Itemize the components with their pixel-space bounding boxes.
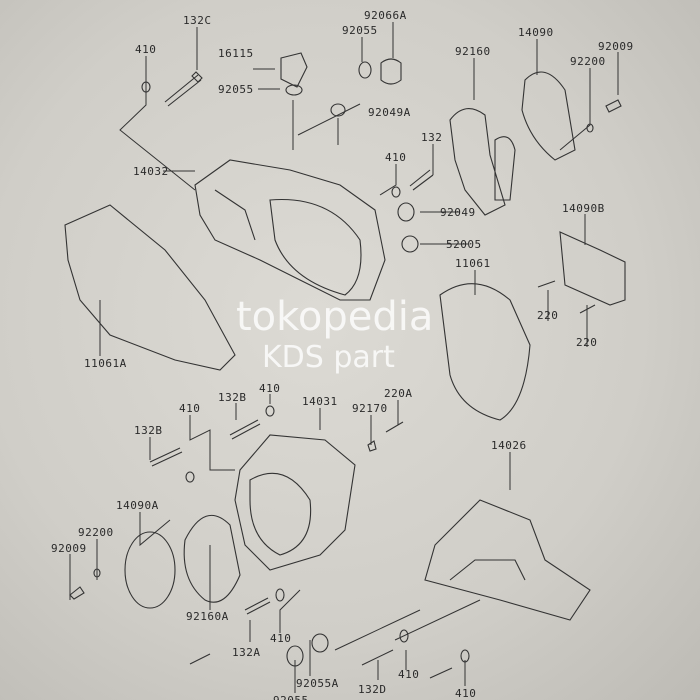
sprocket-cover-14026	[424, 499, 591, 621]
label-92160: 92160	[455, 45, 491, 58]
clip-92170	[367, 440, 377, 452]
bolt-132a	[244, 597, 271, 615]
plug-92055	[286, 645, 304, 667]
label-220: 220	[537, 309, 558, 322]
label-92170: 92170	[352, 402, 388, 415]
label-92066a: 92066A	[364, 9, 407, 22]
bolt-132c	[164, 71, 203, 107]
washer-92200-left	[93, 568, 101, 578]
label-132a: 132A	[232, 646, 261, 659]
label-92049a: 92049A	[368, 106, 411, 119]
leader-lines	[69, 22, 619, 693]
label-92009: 92009	[51, 542, 87, 555]
gasket-92160a	[183, 515, 241, 603]
washer-410-c	[275, 588, 285, 602]
label-11061a: 11061A	[84, 357, 127, 370]
washer-410-e	[460, 649, 470, 663]
label-132b: 132B	[218, 391, 247, 404]
cap-92049a	[330, 103, 346, 117]
label-92160a: 92160A	[186, 610, 229, 623]
gasket-11061a	[64, 204, 236, 371]
bolt-132	[409, 169, 434, 191]
label-410: 410	[455, 687, 476, 700]
seal-52005	[401, 235, 419, 253]
label-14031: 14031	[302, 395, 338, 408]
label-410: 410	[270, 632, 291, 645]
bolt-132b	[229, 419, 261, 440]
label-92200: 92200	[570, 55, 606, 68]
screw-220	[537, 280, 596, 314]
label-92009: 92009	[598, 40, 634, 53]
generator-cover-14031	[234, 434, 356, 571]
parts	[64, 52, 626, 679]
label-92055: 92055	[273, 694, 309, 700]
label-410: 410	[135, 43, 156, 56]
label-220: 220	[576, 336, 597, 349]
cover-14090a	[124, 531, 176, 609]
washer-92200	[586, 123, 594, 133]
o-ring-92055a	[311, 633, 329, 653]
cover-14090	[521, 71, 576, 161]
washer-410	[141, 81, 151, 93]
gasket-11061	[439, 283, 531, 421]
label-14090b: 14090B	[562, 202, 605, 215]
o-ring-92055	[285, 84, 303, 96]
bolt-132b-left	[149, 447, 183, 467]
label-410: 410	[259, 382, 280, 395]
label-132: 132	[421, 131, 442, 144]
label-132d: 132D	[358, 683, 387, 696]
label-14090a: 14090A	[116, 499, 159, 512]
label-132b: 132B	[134, 424, 163, 437]
label-92200: 92200	[78, 526, 114, 539]
clutch-cover-14032	[194, 159, 386, 301]
label-92055: 92055	[218, 83, 254, 96]
label-92055a: 92055A	[296, 677, 339, 690]
washer-410-b	[185, 471, 195, 483]
screw-92009	[605, 99, 622, 113]
part-labels: 132C 410 16115 92066A 92055 92055 92049A…	[51, 9, 634, 700]
o-ring-92055-top	[358, 61, 372, 79]
bolt-132d	[361, 649, 394, 666]
label-14090: 14090	[518, 26, 554, 39]
label-92049: 92049	[440, 206, 476, 219]
label-132c: 132C	[183, 14, 212, 27]
bolt-bottom	[189, 653, 453, 679]
bolt-220a	[385, 421, 404, 433]
washer-410-d	[399, 629, 409, 643]
screw-92009-left	[69, 586, 85, 600]
label-92055: 92055	[342, 24, 378, 37]
label-220a: 220A	[384, 387, 413, 400]
label-11061: 11061	[455, 257, 491, 270]
label-14026: 14026	[491, 439, 527, 452]
label-52005: 52005	[446, 238, 482, 251]
plug-92066a	[380, 58, 402, 85]
gasket-92160	[449, 108, 516, 216]
label-16115: 16115	[218, 47, 254, 60]
washer-410-a	[265, 405, 275, 417]
label-410: 410	[385, 151, 406, 164]
washer-410-right	[391, 186, 401, 198]
label-14032: 14032	[133, 165, 169, 178]
label-410: 410	[398, 668, 419, 681]
seal-92049	[397, 202, 415, 222]
plate-14090b	[559, 231, 626, 306]
watermark-shop-name: KDS part	[262, 340, 395, 375]
label-410: 410	[179, 402, 200, 415]
oil-cap-16115	[280, 52, 308, 88]
watermark-tokopedia: tokopedia	[236, 294, 433, 340]
